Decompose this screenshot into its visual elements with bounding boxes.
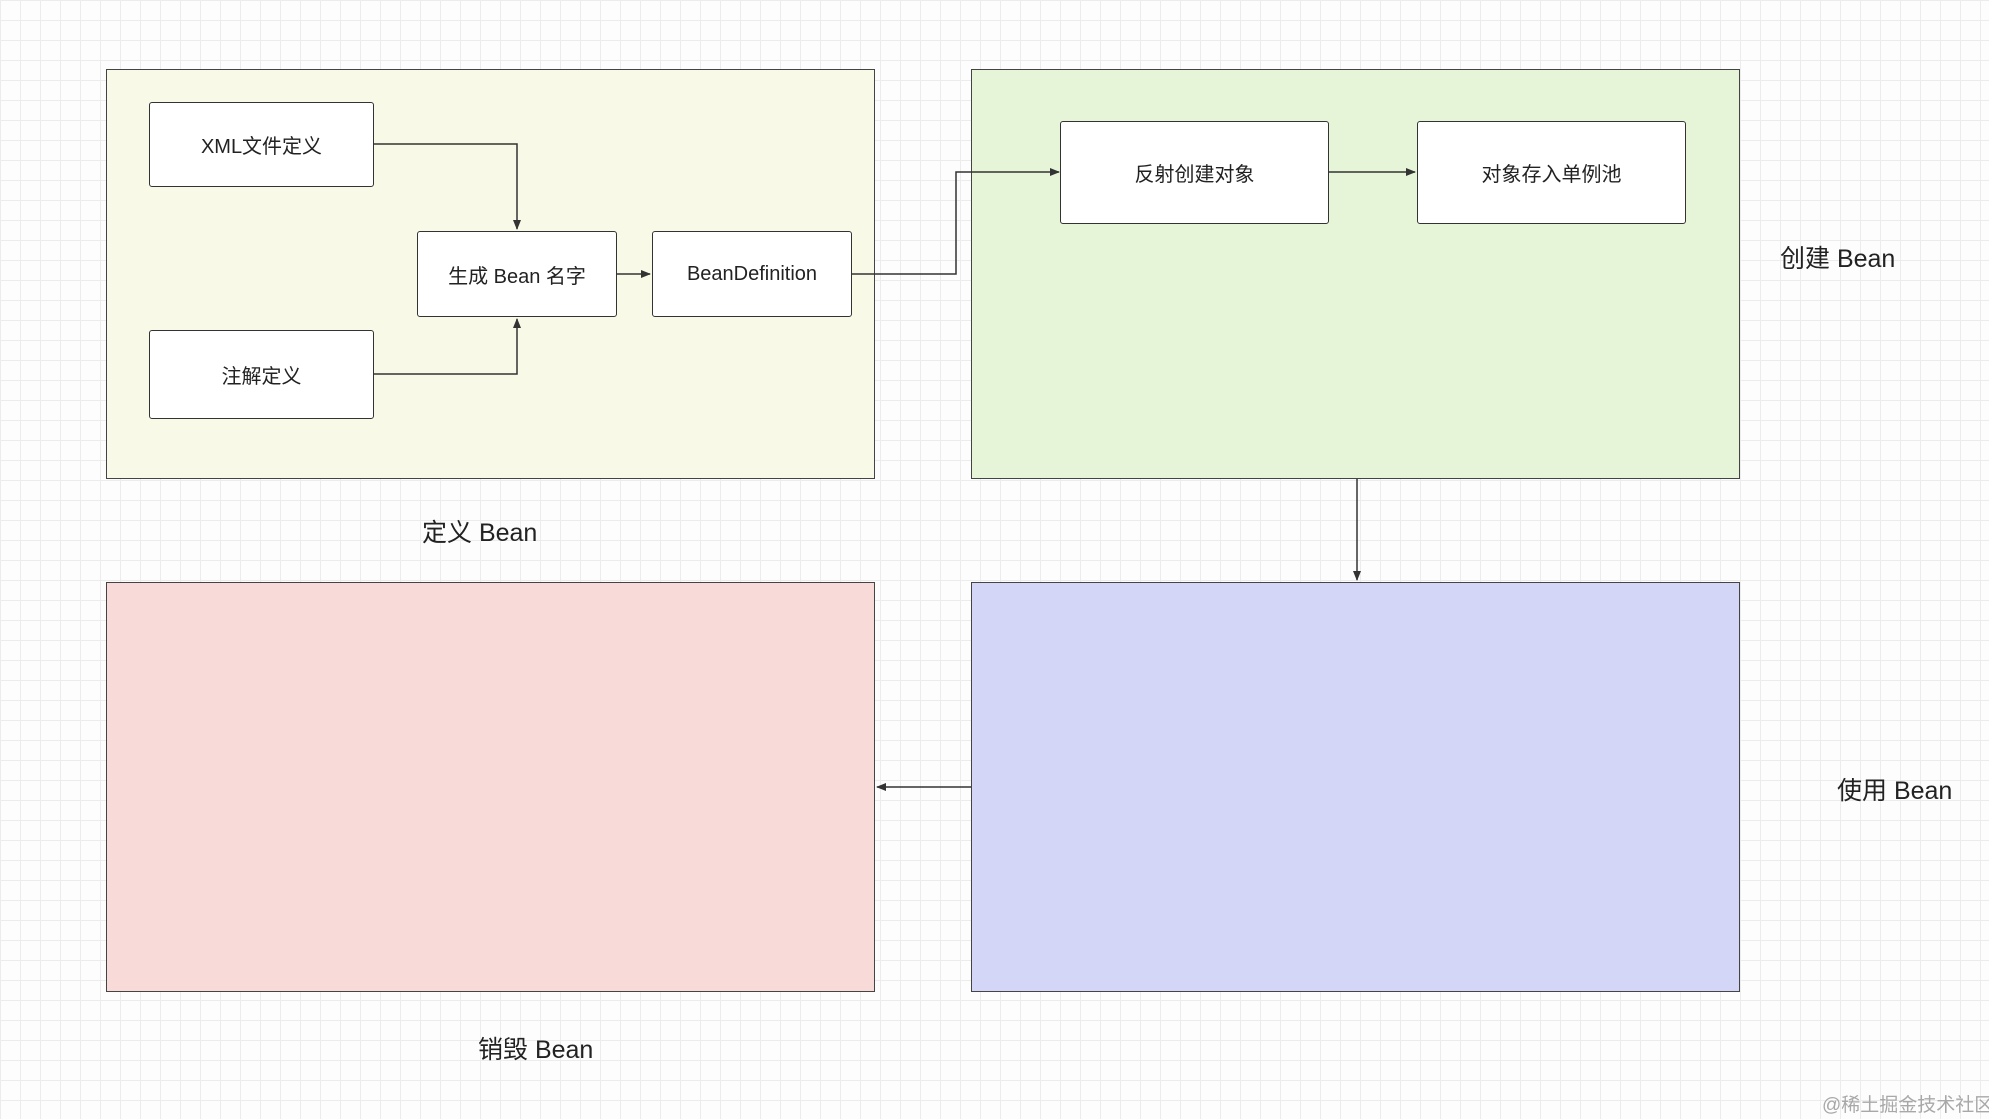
destroy-bean-region [106,582,875,992]
annotation-definition-node[interactable]: 注解定义 [149,330,374,419]
define-bean-label: 定义 Bean [422,519,538,547]
xml-definition-node[interactable]: XML文件定义 [149,102,374,187]
edge-beandefinition-to-reflect [852,168,1060,275]
reflect-create-object-node[interactable]: 反射创建对象 [1060,121,1329,224]
store-singleton-pool-node[interactable]: 对象存入单例池 [1417,121,1686,224]
destroy-bean-label: 销毁 Bean [478,1036,594,1064]
use-bean-region [971,582,1740,992]
edge-xml-to-gen-name [374,143,521,230]
watermark: @稀土掘金技术社区 [1822,1095,1989,1116]
bean-definition-node[interactable]: BeanDefinition [652,231,852,317]
use-bean-label: 使用 Bean [1837,777,1953,805]
generate-bean-name-node[interactable]: 生成 Bean 名字 [417,231,617,317]
create-bean-label: 创建 Bean [1780,245,1896,273]
edge-annotation-to-gen-name [374,318,521,375]
